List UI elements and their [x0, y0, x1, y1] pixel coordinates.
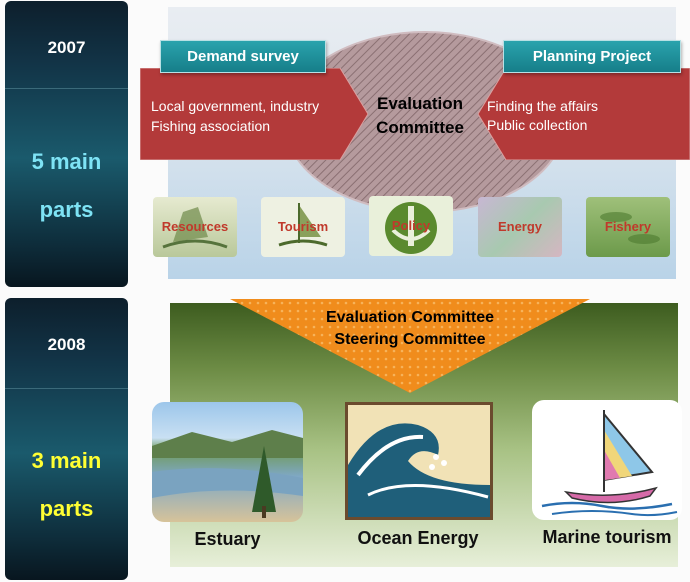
left-text-line2: Fishing association: [151, 118, 271, 134]
tourism-icon: Tourism: [261, 197, 345, 257]
icon-label-tourism: Tourism: [277, 219, 329, 234]
resources-icon: Resources: [153, 197, 237, 257]
center-committee-line2: Committee: [376, 118, 464, 137]
year-label-2008: 2008: [47, 335, 86, 354]
caption-marine-tourism: Marine tourism: [542, 527, 672, 547]
parts-line1-2008: 3 main: [31, 448, 102, 473]
parts-line1-2007: 5 main: [31, 149, 102, 174]
right-text-line1: Finding the affairs: [487, 98, 599, 114]
year-divider: [5, 388, 128, 389]
caption-ocean-energy: Ocean Energy: [357, 528, 479, 548]
year-label-2007: 2007: [47, 38, 86, 57]
parts-line2-2007: parts: [39, 197, 94, 222]
right-text-line2: Public collection: [487, 117, 588, 133]
year-column-2008: 2008 3 main parts: [5, 298, 128, 580]
year-column-2007: 2007 5 main parts: [5, 1, 128, 287]
planning-project-box: Planning Project: [503, 40, 681, 73]
icon-label-fishery: Fishery: [604, 219, 652, 234]
fishery-icon: Fishery: [586, 197, 670, 257]
icon-label-resources: Resources: [161, 219, 229, 234]
committee-line2: Steering Committee: [334, 331, 486, 348]
icon-label-energy: Energy: [497, 219, 543, 234]
marine-tourism-image: [532, 400, 682, 520]
committee-line1: Evaluation Committee: [325, 309, 495, 326]
caption-estuary: Estuary: [194, 529, 261, 549]
icon-label-policy: Policy: [391, 218, 431, 233]
ocean-energy-image: [345, 402, 493, 520]
left-text-line1: Local government, industry: [151, 98, 320, 114]
policy-icon: Policy: [369, 196, 453, 256]
year-divider: [5, 88, 128, 89]
committee-triangle: [230, 299, 590, 393]
parts-line2-2008: parts: [39, 496, 94, 521]
right-red-banner: [478, 68, 690, 160]
left-red-banner: [140, 68, 368, 160]
center-committee-line1: Evaluation: [377, 94, 463, 113]
demand-survey-box: Demand survey: [160, 40, 326, 73]
energy-icon: [478, 197, 562, 257]
estuary-image: [152, 402, 303, 522]
